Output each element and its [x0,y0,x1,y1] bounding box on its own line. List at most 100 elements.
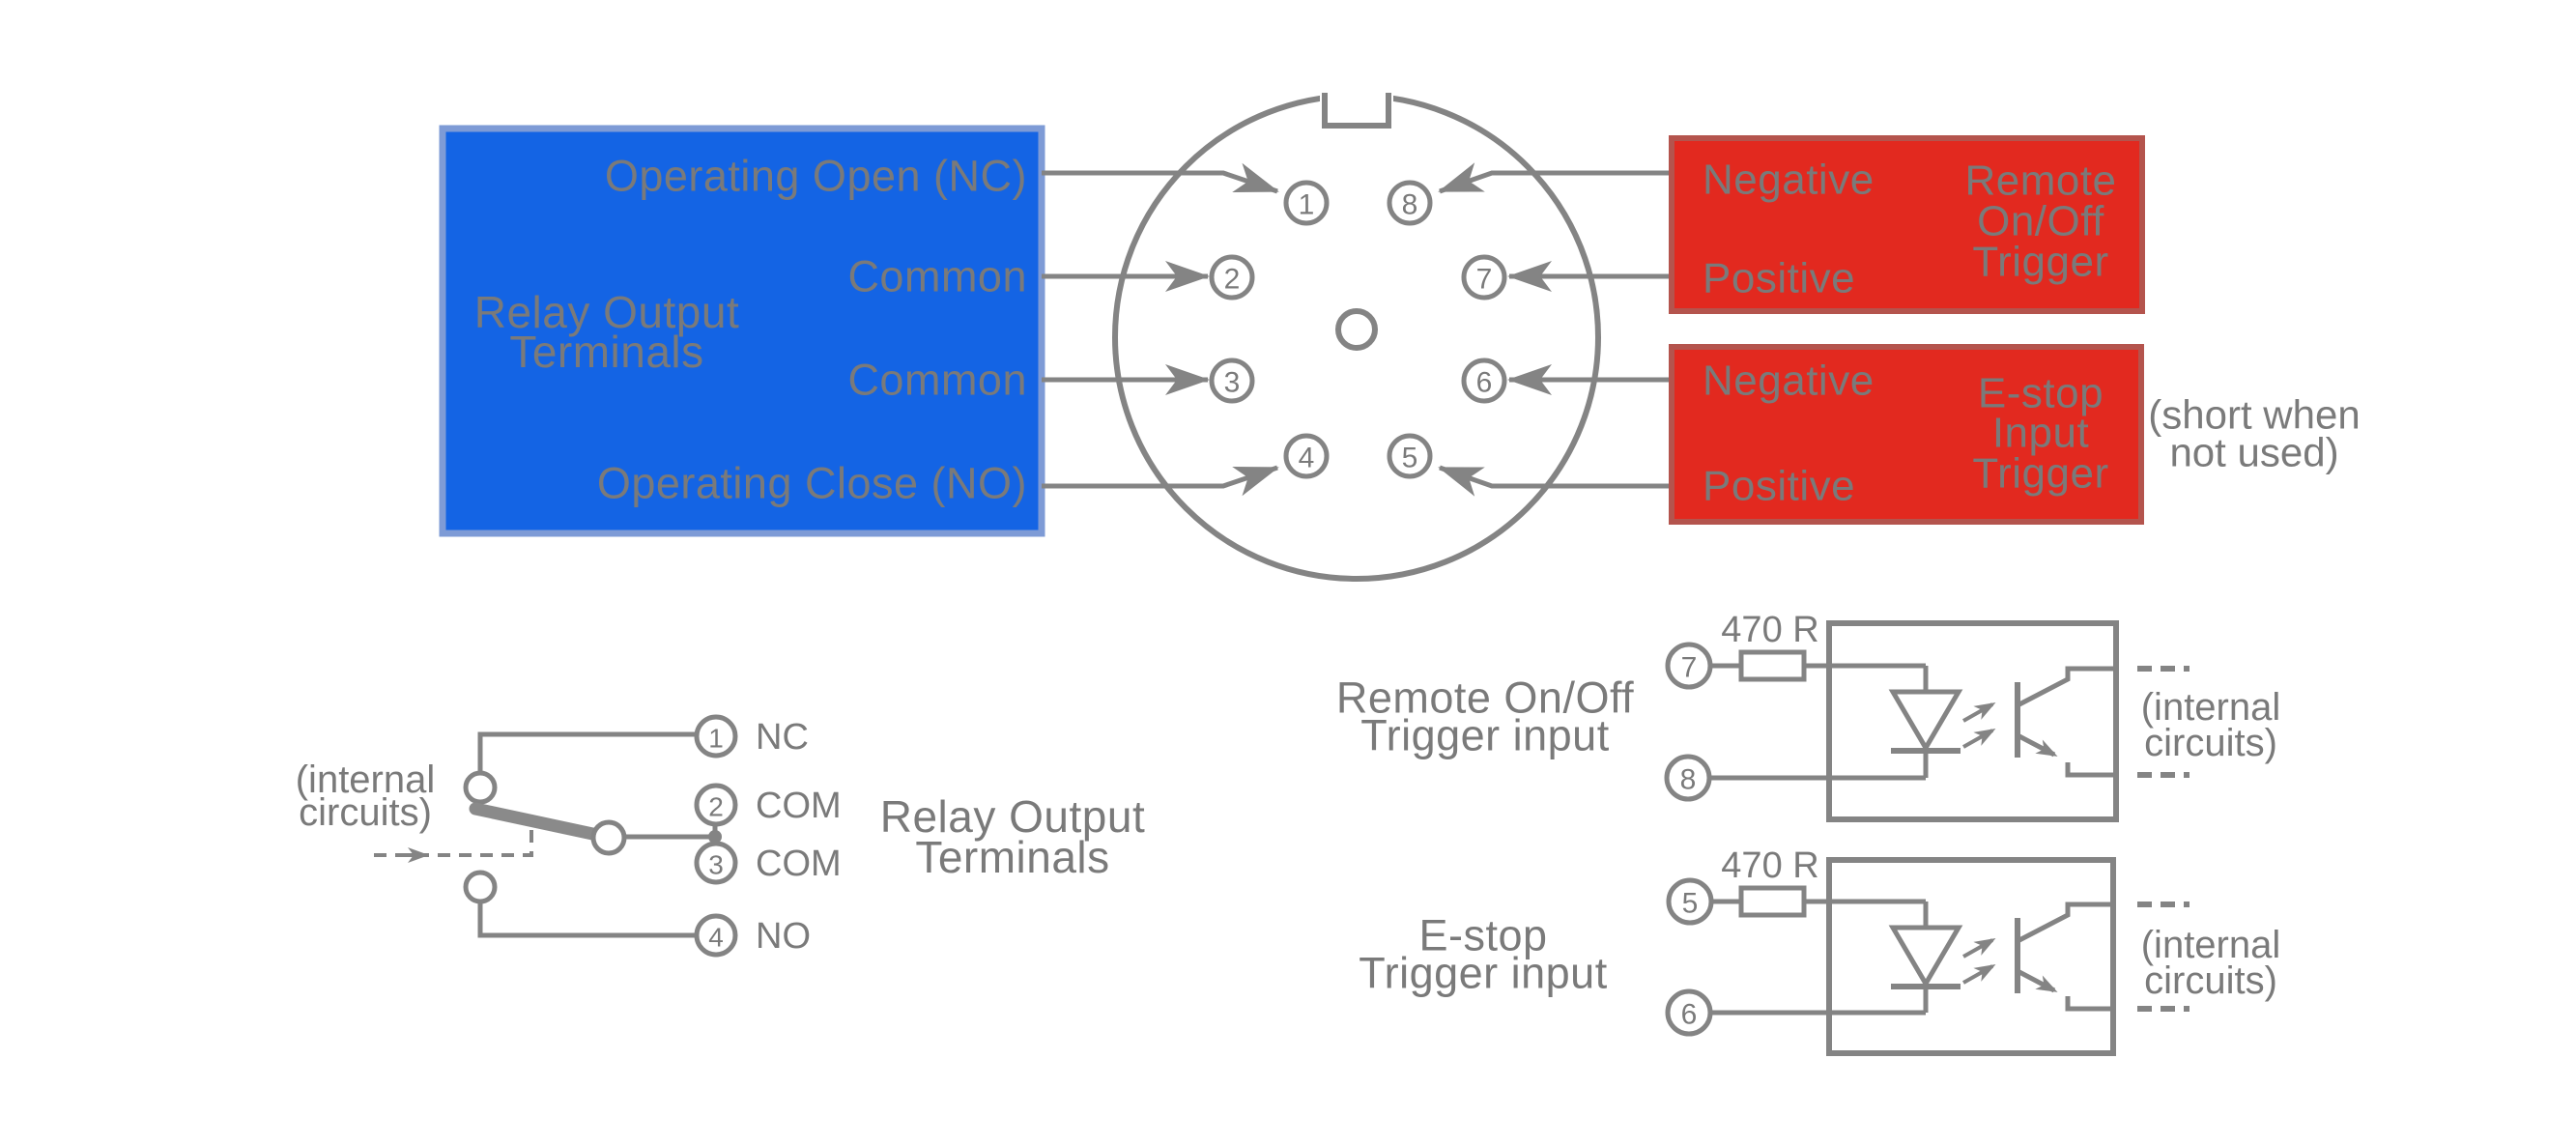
remote-positive-label: Positive [1703,255,1855,302]
relay-box-row-no: Operating Close (NO) [597,459,1027,508]
contact-bottom [463,870,498,904]
pin-4-number: 4 [1299,443,1315,474]
terminal-3-number: 3 [708,850,724,880]
pin-7-number: 7 [1476,264,1493,296]
connector-pin-4: 4 [1283,433,1330,479]
estop-box-rect [1669,344,2144,525]
remote-title-2: On/Off [1977,198,2104,245]
opto1-internal-line1: (internal [2141,686,2281,729]
lever-end-contact [590,819,627,856]
opto1-light-arrow-2 [1962,729,1996,749]
opto-circuit-remote: Remote On/Off Trigger input 7 8 470 R (i… [1336,610,2281,822]
connector-pin-8: 8 [1387,180,1433,226]
opto1-package-box [1826,620,2119,822]
connector-pin-5: 5 [1387,433,1433,479]
opto1-internal-line2: circuits) [2144,722,2277,764]
connector-pin-2: 2 [1209,254,1255,301]
relay-box-row-common1: Common [847,252,1027,301]
relay-box-title-2: Terminals [509,327,703,377]
opto2-resistor [1738,885,1807,918]
terminal-4-label: NO [756,916,811,957]
relay-box-row-common2: Common [847,356,1027,405]
opto2-light-arrow-1 [1962,938,1996,959]
remote-title-3: Trigger [1972,239,2108,286]
pin-6-number: 6 [1476,367,1493,399]
remote-trigger-box: Negative Positive Remote On/Off Trigger [1669,135,2145,314]
opto2-label-line2: Trigger input [1359,949,1607,998]
terminal-4-number: 4 [708,923,724,953]
pin-1-number: 1 [1299,189,1315,221]
pin-5-number: 5 [1402,443,1418,474]
short-note-line2: not used) [2169,430,2338,475]
opto1-pin-top-number: 7 [1681,652,1698,684]
lead-line-pin1 [1042,162,1279,194]
relay-switch-schematic: (internal circuits) 1 NC 2 COM 3 CO [296,714,1145,958]
pin-8-number: 8 [1402,189,1418,221]
estop-title-1: E-stop [1978,370,2104,417]
pin-2-number: 2 [1224,264,1241,296]
relay-box-title-1: Relay Output [474,287,739,337]
connector-pin-3: 3 [1209,358,1255,404]
schematic-terminal-1: 1 NC [694,714,809,759]
remote-box-rect [1669,135,2145,314]
switch-lever [469,802,604,842]
wire-no [477,902,695,938]
opto2-pin-bottom-number: 6 [1681,999,1698,1031]
schematic-terminal-4: 4 NO [694,913,811,958]
terminal-1-label: NC [756,717,809,758]
junction-dot [708,830,722,844]
short-note-line1: (short when [2148,392,2360,438]
opto2-resistor-value: 470 R [1721,845,1818,886]
estop-title-3: Trigger [1972,450,2108,498]
estop-title-2: Input [1992,410,2089,457]
opto2-light-arrow-2 [1962,964,1996,985]
opto2-internal-line1: (internal [2141,924,2281,966]
opto1-emitter [2065,762,2116,778]
keyway-mask [1320,83,1393,124]
opto1-resistor-value: 470 R [1721,610,1818,650]
opto2-collector [2016,902,2116,944]
connector-pin-7: 7 [1461,254,1507,301]
schematic-caption-1: Relay Output [880,791,1145,842]
opto2-emitter-arrow [2016,968,2058,993]
opto2-emitter [2065,996,2116,1012]
estop-positive-label: Positive [1703,463,1855,510]
schematic-terminal-3: 3 COM [694,841,842,885]
opto1-collector [2016,666,2116,708]
schematic-terminal-2: 2 COM [694,783,842,827]
remote-title-1: Remote [1964,157,2116,205]
opto2-pin-top-number: 5 [1682,888,1699,920]
opto1-led-triangle [1888,689,1963,753]
lead-line-pin4 [1042,465,1279,497]
terminal-3-label: COM [756,844,842,884]
remote-negative-label: Negative [1703,157,1875,204]
terminal-2-number: 2 [708,792,724,822]
opto1-label-line2: Trigger input [1360,711,1609,760]
lead-line-pin5 [1438,465,1672,497]
opto2-package-box [1826,857,2116,1056]
keyway-notch [1322,93,1391,129]
pin-3-number: 3 [1224,367,1241,399]
connector-pin-1: 1 [1283,180,1330,226]
terminal-2-label: COM [756,786,842,826]
relay-box-rect [439,125,1045,537]
relay-box-row-nc: Operating Open (NC) [605,152,1027,201]
opto-circuit-estop: E-stop Trigger input 5 6 470 R (internal… [1359,845,2281,1056]
opto1-emitter-arrow [2016,732,2058,758]
opto1-resistor [1738,649,1807,682]
center-hole [1335,308,1378,351]
din-connector: 1 2 3 4 5 6 7 8 [1112,83,1601,582]
estop-trigger-box: Negative Positive E-stop Input Trigger [1669,344,2144,525]
wire-nc [477,731,696,773]
relay-output-terminals-box: Operating Open (NC) Common Common Operat… [439,125,1045,537]
connector-body-circle [1112,93,1601,582]
connector-pin-6: 6 [1461,358,1507,404]
relay-internal-line1: (internal [296,759,436,801]
short-note: (short when not used) [2148,392,2360,475]
opto1-label-line1: Remote On/Off [1336,673,1634,723]
terminal-1-number: 1 [708,724,724,754]
opto1-pin-bottom-number: 8 [1680,764,1697,796]
contact-top [463,770,498,805]
